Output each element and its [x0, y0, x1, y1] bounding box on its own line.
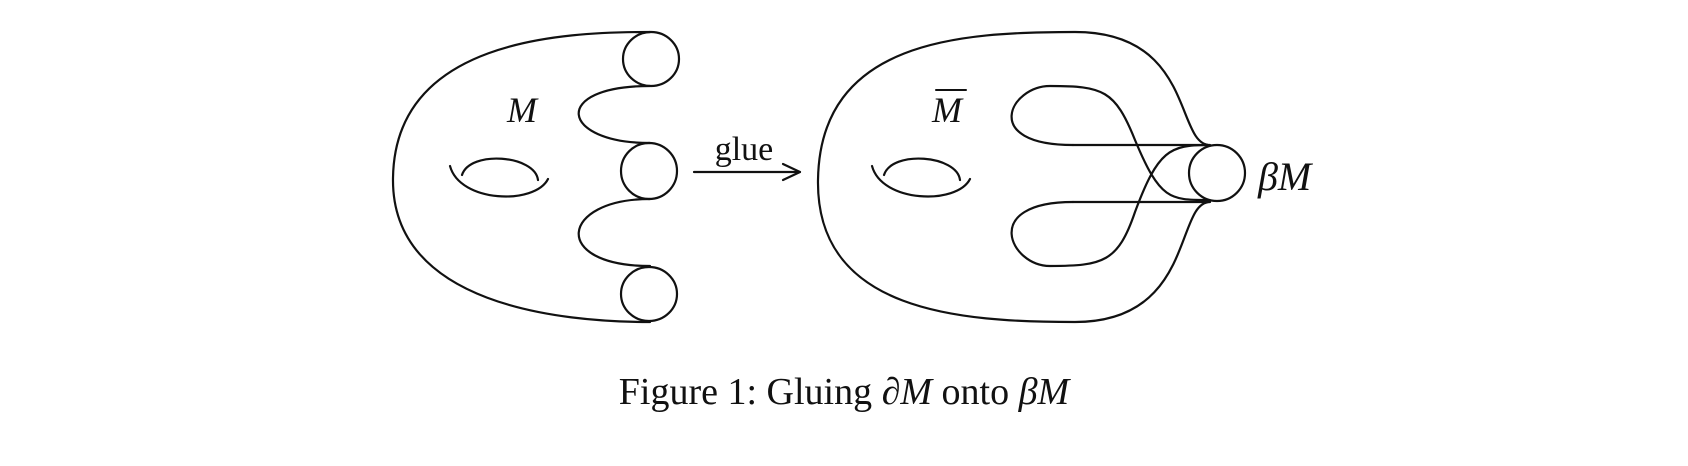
beta-boundary-circle — [1187, 143, 1247, 203]
boundary-circle-3 — [619, 265, 679, 323]
left-surface-M: M — [391, 30, 681, 324]
right-handle-lower — [870, 164, 972, 198]
arrow-label: glue — [715, 131, 774, 168]
left-boundary-wiggle — [577, 84, 652, 268]
caption-middle: onto — [932, 371, 1019, 413]
left-handle-upper — [460, 157, 540, 182]
boundary-circle-1 — [621, 30, 681, 88]
left-surface-outline — [391, 30, 652, 324]
figure-caption: Figure 1: Gluing ∂M onto βM — [0, 370, 1688, 414]
caption-beta-symbol: βM — [1018, 371, 1070, 413]
left-surface-label: M — [506, 90, 539, 130]
right-surface-outline — [816, 30, 1212, 324]
boundary-circle-2 — [619, 141, 679, 201]
glue-arrow: glue — [692, 131, 802, 182]
upper-lobe-top — [1010, 84, 1210, 202]
lower-lobe-bottom — [1010, 143, 1210, 268]
right-surface-label: M — [931, 90, 964, 130]
right-surface-Mbar: M βM — [816, 30, 1314, 324]
caption-partial-symbol: ∂M — [881, 371, 933, 413]
right-handle-upper — [882, 157, 962, 182]
beta-boundary-label: βM — [1257, 154, 1314, 199]
caption-prefix: Figure 1: Gluing — [618, 371, 882, 413]
left-handle-lower — [448, 164, 550, 198]
arrow-head — [781, 162, 802, 182]
